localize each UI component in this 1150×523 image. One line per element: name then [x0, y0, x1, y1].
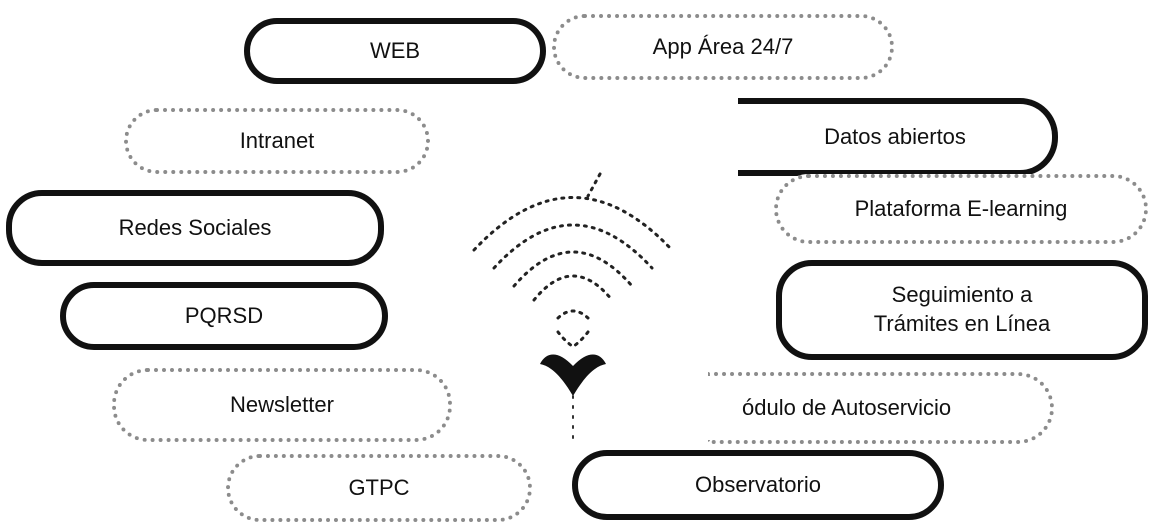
node-seguimiento-tramites: Seguimiento a Trámites en Línea — [776, 260, 1148, 360]
signal-plant-icon — [472, 172, 674, 447]
node-newsletter-label: Newsletter — [230, 391, 334, 417]
node-observatorio: Observatorio — [572, 450, 944, 520]
node-pqrsd: PQRSD — [60, 282, 388, 350]
node-observatorio-label: Observatorio — [695, 471, 821, 497]
node-datos-abiertos: Datos abiertos — [738, 98, 1058, 176]
node-app-area-24-7-label: App Área 24/7 — [652, 33, 794, 59]
node-redes-sociales: Redes Sociales — [6, 190, 384, 266]
node-newsletter: Newsletter — [112, 368, 452, 442]
node-plataforma-e-learning: Plataforma E-learning — [774, 174, 1148, 244]
node-app-area-24-7: App Área 24/7 — [552, 14, 894, 80]
node-intranet-label: Intranet — [239, 127, 315, 153]
node-modulo-autoservicio: ódulo de Autoservicio — [708, 372, 1054, 444]
node-redes-sociales-label: Redes Sociales — [118, 214, 272, 240]
node-intranet: Intranet — [124, 108, 430, 174]
node-modulo-autoservicio-label: ódulo de Autoservicio — [742, 394, 952, 420]
node-plataforma-e-learning-label: Plataforma E-learning — [854, 195, 1068, 221]
node-pqrsd-label: PQRSD — [184, 302, 264, 328]
node-seguimiento-tramites-label: Seguimiento a Trámites en Línea — [873, 282, 1051, 336]
node-web: WEB — [244, 18, 546, 84]
node-gtpc: GTPC — [226, 454, 532, 522]
node-datos-abiertos-label: Datos abiertos — [824, 123, 966, 149]
node-web-label: WEB — [369, 37, 421, 63]
node-gtpc-label: GTPC — [348, 474, 410, 500]
